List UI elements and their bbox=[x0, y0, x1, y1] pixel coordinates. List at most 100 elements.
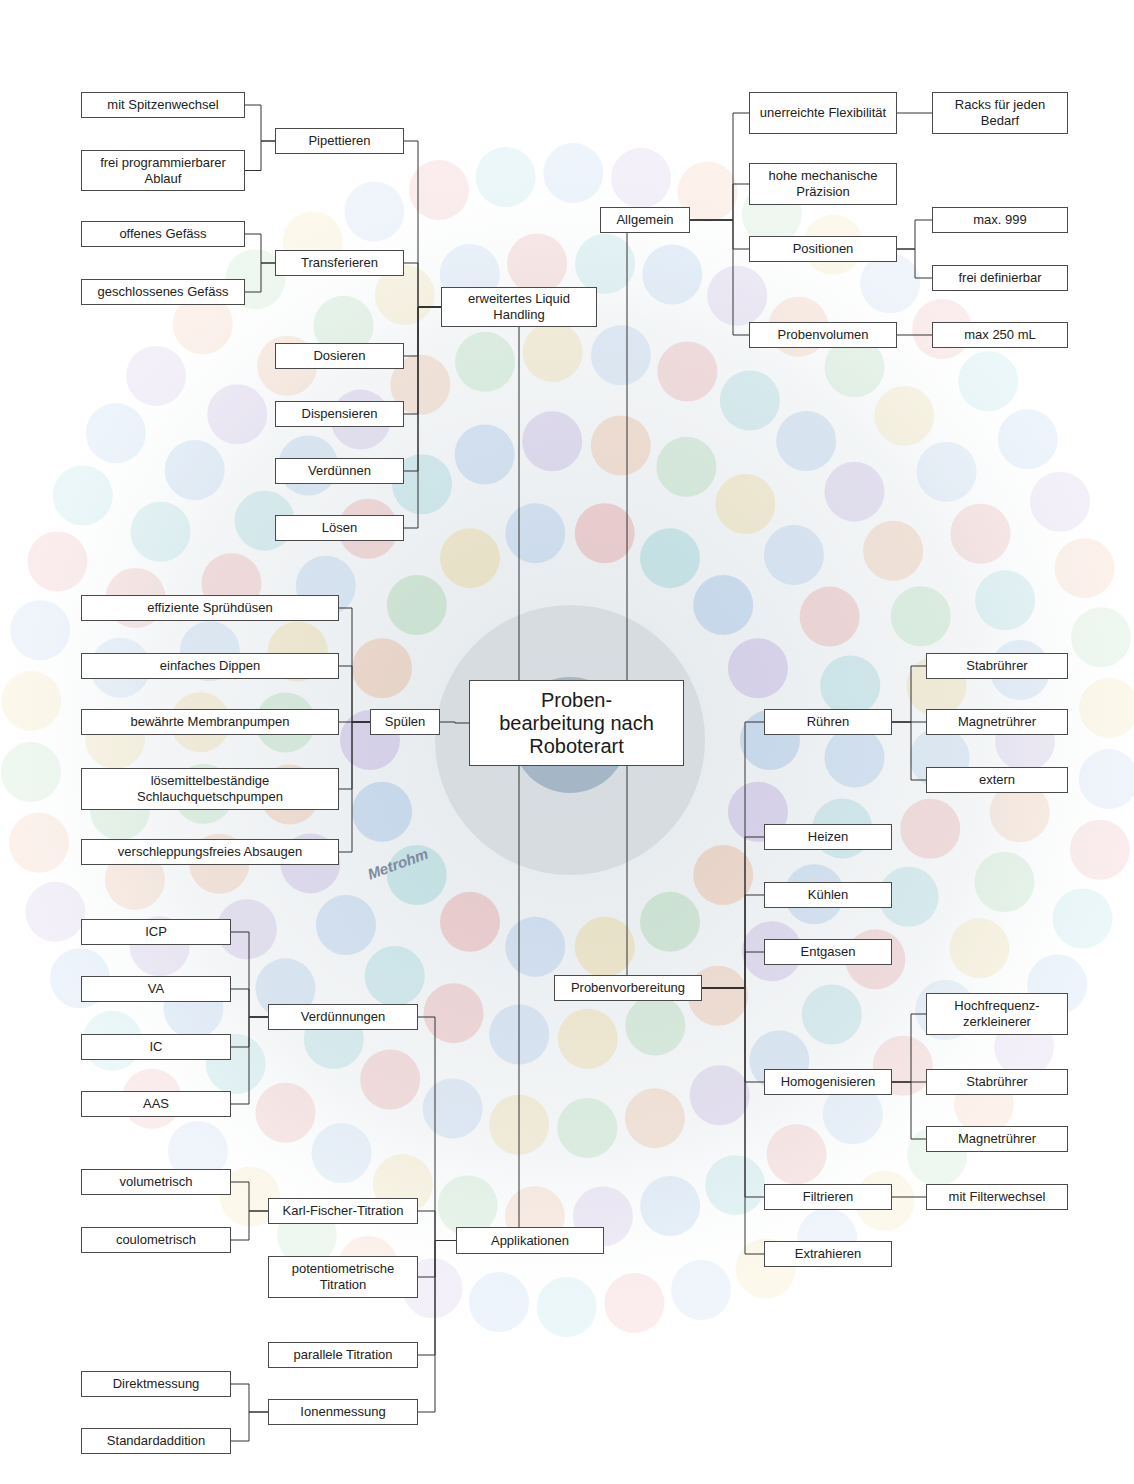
connector-line bbox=[231, 1017, 268, 1104]
connector-line bbox=[892, 722, 926, 780]
sample-tube bbox=[1053, 889, 1113, 949]
connector-line bbox=[418, 1241, 456, 1413]
connector-line bbox=[404, 141, 441, 307]
sample-tube bbox=[53, 465, 113, 525]
connector-line bbox=[892, 1197, 926, 1198]
sample-tube bbox=[707, 266, 767, 326]
topic-box: Magnetrührer bbox=[926, 709, 1068, 735]
topic-box: Probenvorbereitung bbox=[554, 975, 702, 1001]
connector-line bbox=[339, 608, 370, 722]
sample-tube bbox=[537, 1277, 597, 1337]
connector-line bbox=[231, 1384, 268, 1412]
topic-box: Filtrieren bbox=[764, 1184, 892, 1210]
topic-box: bewährte Membranpumpen bbox=[81, 709, 339, 735]
connector-line bbox=[245, 141, 275, 171]
topic-text: Homogenisieren bbox=[781, 1074, 876, 1090]
topic-text: Probenvolumen bbox=[777, 327, 868, 343]
sample-tube bbox=[728, 638, 788, 698]
connector-line bbox=[897, 220, 932, 249]
topic-box: Karl-Fischer-Titration bbox=[268, 1198, 418, 1224]
sample-tube bbox=[455, 424, 515, 484]
topic-box: lösemittelbeständige Schlauchquetschpump… bbox=[81, 768, 339, 810]
sample-tube bbox=[423, 1078, 483, 1138]
topic-text: verschleppungsfreies Absaugen bbox=[118, 844, 302, 860]
sample-tube bbox=[476, 147, 536, 207]
topic-box: VA bbox=[81, 976, 231, 1002]
sample-tube bbox=[557, 1098, 617, 1158]
topic-text: coulometrisch bbox=[116, 1232, 196, 1248]
topic-box: AAS bbox=[81, 1091, 231, 1117]
sample-tube bbox=[604, 1273, 664, 1333]
connector-line bbox=[702, 988, 764, 1254]
sample-tube bbox=[312, 1123, 372, 1183]
topic-text: Proben- bearbeitung nach Roboterart bbox=[496, 689, 657, 758]
sample-tube bbox=[640, 528, 700, 588]
topic-box: Stabrührer bbox=[926, 1069, 1068, 1095]
topic-text: Lösen bbox=[322, 520, 357, 536]
connector-line bbox=[418, 1017, 456, 1241]
central-topic-box: Proben- bearbeitung nach Roboterart bbox=[469, 680, 684, 766]
topic-box: Dispensieren bbox=[275, 401, 404, 427]
topic-box: effiziente Sprühdüsen bbox=[81, 595, 339, 621]
topic-text: Rühren bbox=[807, 714, 850, 730]
topic-box: Extrahieren bbox=[764, 1241, 892, 1267]
sample-tube bbox=[523, 322, 583, 382]
connector-line bbox=[339, 722, 370, 789]
topic-box: potentiometrische Titration bbox=[268, 1256, 418, 1298]
sample-tube bbox=[900, 799, 960, 859]
connector-line bbox=[627, 233, 628, 680]
connector-line bbox=[690, 113, 749, 220]
sample-tube bbox=[891, 586, 951, 646]
topic-box: volumetrisch bbox=[81, 1169, 231, 1195]
sample-tube bbox=[715, 474, 775, 534]
sample-tube bbox=[874, 386, 934, 446]
sample-tube bbox=[360, 1050, 420, 1110]
connector-line bbox=[231, 1182, 268, 1211]
topic-box: hohe mechanische Präzision bbox=[749, 163, 897, 205]
topic-text: frei programmierbarer Ablauf bbox=[86, 155, 240, 186]
sample-tube bbox=[693, 575, 753, 635]
sample-tube bbox=[820, 655, 880, 715]
connector-line bbox=[339, 666, 370, 722]
sample-tube bbox=[656, 437, 716, 497]
topic-text: effiziente Sprühdüsen bbox=[147, 600, 273, 616]
topic-text: offenes Gefäss bbox=[119, 226, 206, 242]
sample-tube bbox=[352, 782, 412, 842]
connector-line bbox=[897, 113, 932, 114]
topic-box: mit Spitzenwechsel bbox=[81, 92, 245, 118]
topic-text: VA bbox=[148, 981, 164, 997]
sample-tube bbox=[25, 882, 85, 942]
topic-box: Homogenisieren bbox=[764, 1069, 892, 1095]
sample-tube bbox=[640, 1176, 700, 1236]
topic-box: mit Filterwechsel bbox=[926, 1184, 1068, 1210]
sample-tube bbox=[507, 234, 567, 294]
topic-text: Dosieren bbox=[313, 348, 365, 364]
topic-box: Standardaddition bbox=[81, 1428, 231, 1454]
sample-tube bbox=[825, 462, 885, 522]
topic-box: Allgemein bbox=[600, 207, 690, 233]
sample-tube bbox=[575, 917, 635, 977]
sample-tube bbox=[344, 182, 404, 242]
connector-line bbox=[897, 249, 932, 278]
topic-text: hohe mechanische Präzision bbox=[754, 168, 892, 199]
connector-line bbox=[690, 184, 749, 220]
topic-box: parallele Titration bbox=[268, 1342, 418, 1368]
topic-text: bewährte Membranpumpen bbox=[131, 714, 290, 730]
sample-tube bbox=[642, 244, 702, 304]
topic-text: geschlossenes Gefäss bbox=[98, 284, 229, 300]
connector-line bbox=[245, 263, 275, 292]
sample-tube bbox=[705, 1155, 765, 1215]
topic-box: Stabrührer bbox=[926, 653, 1068, 679]
topic-box: geschlossenes Gefäss bbox=[81, 279, 245, 305]
sample-tube bbox=[800, 587, 860, 647]
topic-box: offenes Gefäss bbox=[81, 221, 245, 247]
sample-tube bbox=[720, 370, 780, 430]
sample-tube bbox=[126, 346, 186, 406]
topic-text: Probenvorbereitung bbox=[571, 980, 685, 996]
topic-text: erweitertes Liquid Handling bbox=[446, 291, 592, 322]
connector-line bbox=[702, 952, 764, 988]
rack-ground bbox=[0, 135, 1134, 1335]
sample-tube bbox=[1070, 820, 1130, 880]
connector-line bbox=[404, 263, 441, 307]
